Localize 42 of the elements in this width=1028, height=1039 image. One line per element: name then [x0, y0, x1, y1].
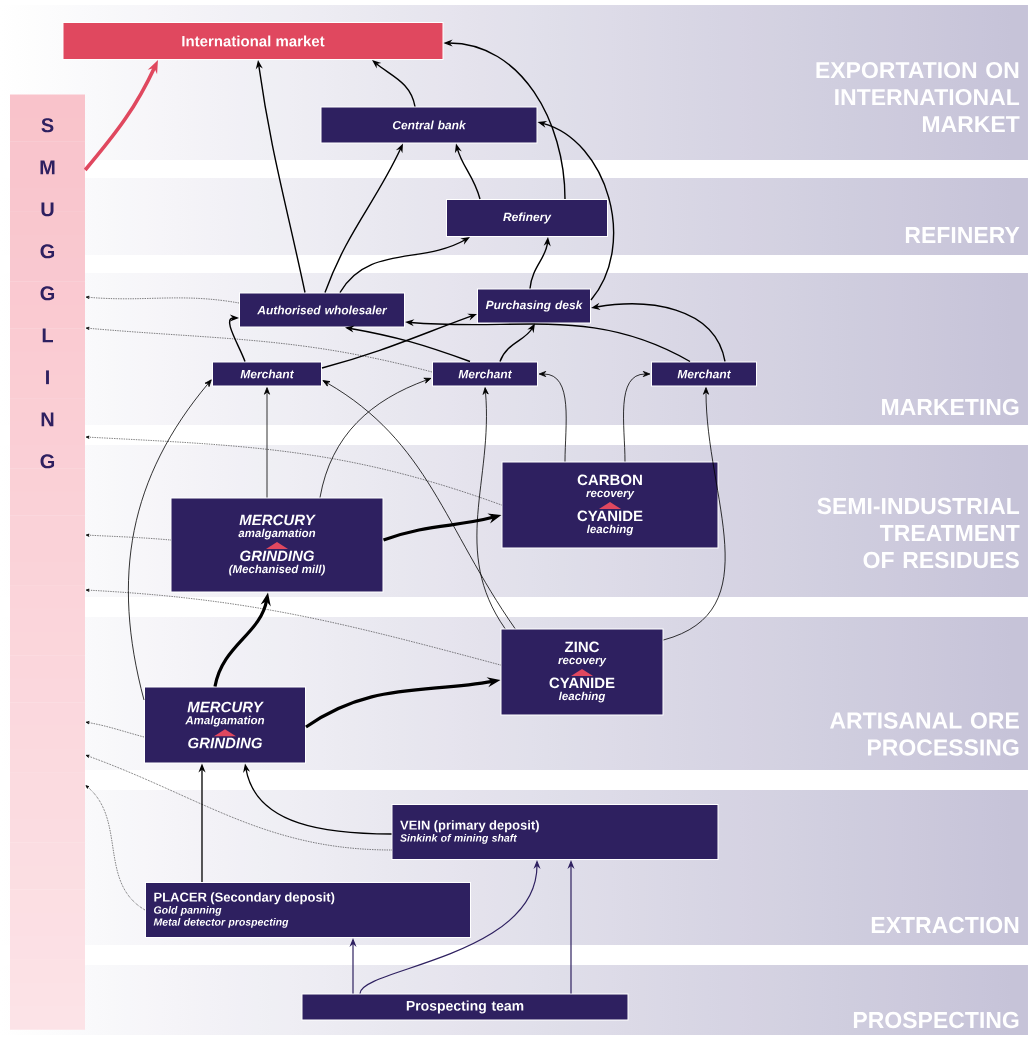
dotted-arrow — [85, 435, 502, 506]
actor-box: Merchant — [212, 361, 322, 387]
market-box: International market — [62, 22, 444, 60]
team-box: Prospecting team — [301, 993, 629, 1021]
actor-box: Purchasing desk — [477, 288, 591, 324]
band-label: MARKETING — [882, 398, 1019, 416]
arrow — [538, 371, 567, 462]
dotted-arrow — [85, 326, 433, 373]
arrow — [663, 387, 726, 641]
arrow — [372, 60, 416, 108]
dotted-arrow — [85, 754, 392, 851]
arrow — [228, 314, 246, 363]
process-box: ZINC recovery CYANIDE leaching — [500, 628, 664, 716]
arrow — [476, 387, 506, 629]
dotted-arrow — [85, 785, 146, 911]
actor-box: Refinery — [446, 199, 608, 237]
arrow — [128, 379, 212, 701]
node-label: MUGGLING — [40, 160, 55, 469]
band-label: EXTRACTION — [871, 916, 1019, 934]
deposit-box: PLACER (Secondary deposit) Gold panning Metal detector prospecting — [145, 882, 471, 938]
band-label: REFINERY — [905, 227, 1020, 243]
node-label: S — [41, 118, 54, 133]
band-label: ARTISANAL ORE PROCESSING — [830, 712, 1019, 756]
arrow — [322, 380, 516, 629]
process-box: MERCURY Amalgamation GRINDING — [144, 686, 306, 764]
band-label: EXPORTATION ON INTERNATIONAL MARKET — [816, 61, 1020, 133]
arrow — [623, 371, 651, 462]
dotted-arrow — [85, 295, 240, 304]
arrow — [264, 387, 270, 498]
deposit-box: VEIN (primary deposit) Sinkink of mining shaft — [391, 804, 719, 860]
actor-box: Merchant — [432, 361, 538, 387]
process-box: CARBON recovery CYANIDE leaching — [501, 461, 719, 549]
arrow — [319, 377, 432, 498]
dotted-arrow — [85, 588, 501, 666]
band-label: PROSPECTING — [853, 1011, 1019, 1029]
actor-box: Merchant — [651, 361, 757, 387]
dotted-arrow — [85, 721, 145, 738]
process-box: MERCURY amalgamation GRINDING (Mechanised mill) — [170, 497, 384, 593]
actor-box: Central bank — [320, 106, 538, 144]
smuggling-bar: SMUGGLING — [10, 94, 85, 1030]
actor-box: Authorised wholesaler — [239, 292, 405, 328]
dotted-arrow — [85, 533, 171, 541]
